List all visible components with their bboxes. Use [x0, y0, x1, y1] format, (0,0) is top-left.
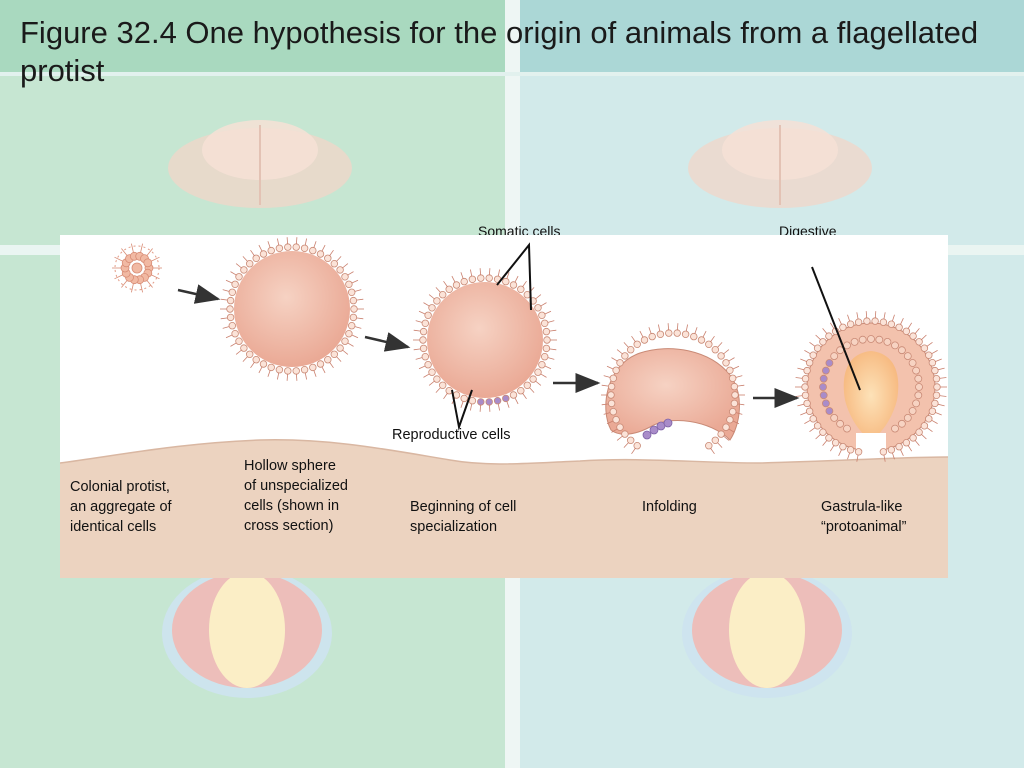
digestive-cavity-pointer — [811, 266, 861, 391]
reproductive-cells-label: Reproductive cells — [392, 427, 511, 443]
background-top-band-right — [520, 0, 1024, 72]
stage-label-gastrula: Gastrula-like “protoanimal” — [821, 499, 907, 535]
decorative-embryo-top-left — [168, 120, 352, 208]
reproductive-cells-pointer — [451, 389, 473, 431]
hollow-sphere-illustration — [234, 251, 350, 367]
evolution-diagram — [60, 237, 948, 578]
stage-arrow-2 — [364, 332, 411, 352]
slide-title: Figure 32.4 One hypothesis for the origi… — [20, 15, 979, 88]
stage-label-specialization: Beginning of cell specialization — [410, 499, 517, 535]
decorative-embryo-bottom-left — [162, 578, 332, 698]
stage-label-hollow: Hollow sphere of unspecialized cells (sh… — [244, 458, 348, 534]
stage-arrow-1 — [177, 284, 221, 304]
infolding-illustration — [605, 348, 740, 441]
specialization-illustration — [427, 282, 543, 398]
background-top-band-left — [0, 0, 505, 72]
stage-label-infolding: Infolding — [642, 499, 697, 515]
stage-label-colonial: Colonial protist, an aggregate of identi… — [70, 479, 172, 535]
colonial-protist-illustration — [112, 243, 162, 293]
decorative-embryo-top-right — [688, 120, 872, 208]
background-top-divider — [0, 72, 1024, 76]
decorative-embryo-bottom-right — [682, 578, 852, 698]
diagram-panel: Reproductive cells Colonial protist, an … — [60, 235, 948, 578]
somatic-cells-pointer — [496, 242, 532, 311]
ground-surface — [60, 439, 948, 578]
